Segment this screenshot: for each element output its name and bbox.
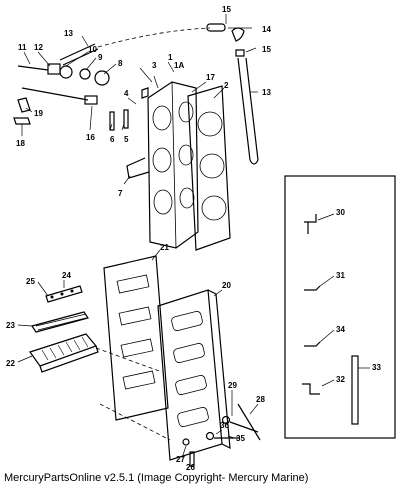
image-caption: MercuryPartsOnline v2.5.1 (Image Copyrig… bbox=[4, 472, 309, 484]
callout-3: 3 bbox=[152, 61, 157, 70]
reed-stop-24 bbox=[45, 285, 83, 303]
callout-22: 22 bbox=[6, 359, 15, 368]
callout-1: 1 bbox=[168, 53, 173, 62]
adaptor-plate-20 bbox=[157, 289, 231, 461]
cylinder-head bbox=[126, 81, 199, 249]
callout-1a: 1A bbox=[174, 61, 184, 70]
callout-5: 5 bbox=[124, 135, 129, 144]
callout-15-top: 15 bbox=[222, 5, 231, 14]
callout-31: 31 bbox=[336, 271, 345, 280]
plate-gasket-21 bbox=[103, 255, 169, 421]
callout-34: 34 bbox=[336, 325, 345, 334]
hose-13-top bbox=[59, 27, 211, 66]
callout-32: 32 bbox=[336, 375, 345, 384]
callout-labels: 1 1A 2 3 4 5 6 7 8 9 10 11 12 13 13 14 1… bbox=[6, 5, 381, 470]
callout-16: 16 bbox=[86, 133, 95, 142]
fittings-inset bbox=[284, 175, 396, 439]
callout-26: 26 bbox=[186, 463, 195, 470]
callout-14: 14 bbox=[262, 25, 271, 34]
callout-23: 23 bbox=[6, 321, 15, 330]
callout-8: 8 bbox=[118, 59, 123, 68]
callout-30: 30 bbox=[336, 208, 345, 217]
callout-13-top: 13 bbox=[64, 29, 73, 38]
callout-33: 33 bbox=[372, 363, 381, 372]
reeds-23 bbox=[31, 311, 89, 333]
callout-21: 21 bbox=[160, 243, 169, 252]
callout-25: 25 bbox=[26, 277, 35, 286]
head-gasket bbox=[187, 85, 231, 251]
callout-15-side: 15 bbox=[262, 45, 271, 54]
callout-18: 18 bbox=[16, 139, 25, 148]
callout-20: 20 bbox=[222, 281, 231, 290]
reed-block-22 bbox=[29, 333, 99, 373]
callout-17: 17 bbox=[206, 73, 215, 82]
callout-27: 27 bbox=[176, 455, 185, 464]
exploded-parts-diagram: 1 1A 2 3 4 5 6 7 8 9 10 11 12 13 13 14 1… bbox=[6, 5, 396, 470]
fitting-14-15 bbox=[206, 23, 245, 57]
hose-13-side bbox=[237, 57, 259, 165]
callout-11: 11 bbox=[18, 43, 27, 52]
callout-4: 4 bbox=[124, 89, 129, 98]
callout-24: 24 bbox=[62, 271, 71, 280]
callout-12: 12 bbox=[34, 43, 43, 52]
callout-35: 35 bbox=[236, 434, 245, 443]
callout-6: 6 bbox=[110, 135, 115, 144]
fittings-left-cluster bbox=[13, 63, 129, 131]
callout-36: 36 bbox=[220, 421, 229, 430]
callout-7: 7 bbox=[118, 189, 123, 198]
callout-10: 10 bbox=[88, 45, 97, 54]
callout-28: 28 bbox=[256, 395, 265, 404]
callout-19: 19 bbox=[34, 109, 43, 118]
leader-lines bbox=[17, 14, 370, 462]
dashed-assembly-lines bbox=[95, 347, 171, 441]
callout-2: 2 bbox=[224, 81, 229, 90]
callout-29: 29 bbox=[228, 381, 237, 390]
callout-13-side: 13 bbox=[262, 88, 271, 97]
callout-9: 9 bbox=[98, 53, 103, 62]
